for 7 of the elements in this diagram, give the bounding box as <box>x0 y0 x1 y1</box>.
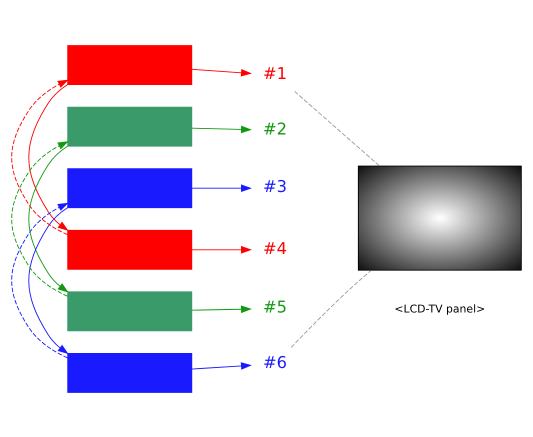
node-text: #3 <box>263 176 288 196</box>
node-text: #4 <box>263 238 288 258</box>
node-label: <LCD-TV panel> <box>394 302 486 315</box>
node-text: #5 <box>263 297 288 316</box>
node-text: #6 <box>263 352 288 372</box>
node-text: #1 <box>263 64 288 83</box>
node-text: #2 <box>263 118 288 138</box>
